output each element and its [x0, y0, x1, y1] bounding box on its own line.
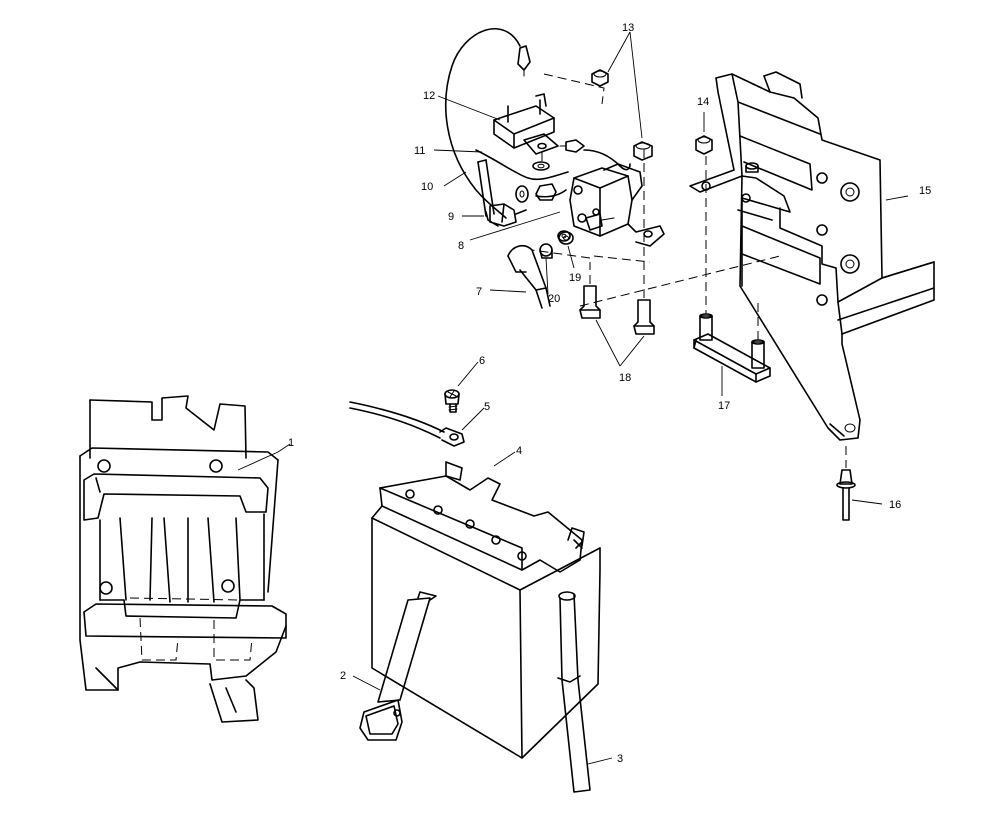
part-15-mounting-bracket — [689, 71, 935, 441]
part-2-battery-strap — [359, 591, 437, 741]
callout-11: 11 — [414, 145, 425, 157]
part-14-nut — [695, 135, 713, 314]
part-7-cable — [507, 244, 551, 309]
part-10-11-wires — [444, 27, 569, 219]
callout-14: 14 — [697, 96, 709, 108]
callout-12: 12 — [423, 90, 435, 102]
part-16-rivet — [836, 446, 856, 521]
callout-13: 13 — [622, 22, 634, 34]
callout-9: 9 — [448, 211, 454, 223]
callout-2: 2 — [340, 670, 346, 682]
callout-5: 5 — [484, 401, 490, 413]
callout-10: 10 — [421, 181, 433, 193]
callout-17: 17 — [718, 400, 730, 412]
part-18-bolts — [531, 146, 655, 335]
part-17-stud-plate — [693, 300, 771, 383]
callout-19: 19 — [569, 272, 581, 284]
callout-1: 1 — [288, 437, 294, 449]
callout-3: 3 — [617, 753, 623, 765]
part-5-battery-cable — [349, 401, 465, 447]
callout-7: 7 — [476, 286, 482, 298]
callout-6: 6 — [479, 355, 485, 367]
alignment-line — [579, 255, 781, 307]
part-1-battery-holder — [79, 395, 287, 723]
callout-8: 8 — [458, 240, 464, 252]
part-13-nuts — [591, 69, 653, 161]
callout-15: 15 — [919, 185, 931, 197]
leader-lines — [237, 31, 909, 765]
callout-labels: 1 2 3 4 5 6 7 8 9 10 11 12 13 14 15 16 1… — [288, 22, 931, 765]
callout-20: 20 — [548, 293, 560, 305]
part-9-terminal-boot — [485, 203, 527, 227]
part-12-mounting-block — [493, 45, 605, 171]
part-4-battery — [371, 461, 601, 793]
part-8-solenoid — [515, 139, 665, 247]
part-20-nut — [539, 243, 553, 259]
part-19-washer — [558, 231, 574, 245]
part-6-screw — [444, 389, 460, 413]
callout-18: 18 — [619, 372, 631, 384]
callout-4: 4 — [516, 445, 522, 457]
callout-16: 16 — [889, 499, 901, 511]
